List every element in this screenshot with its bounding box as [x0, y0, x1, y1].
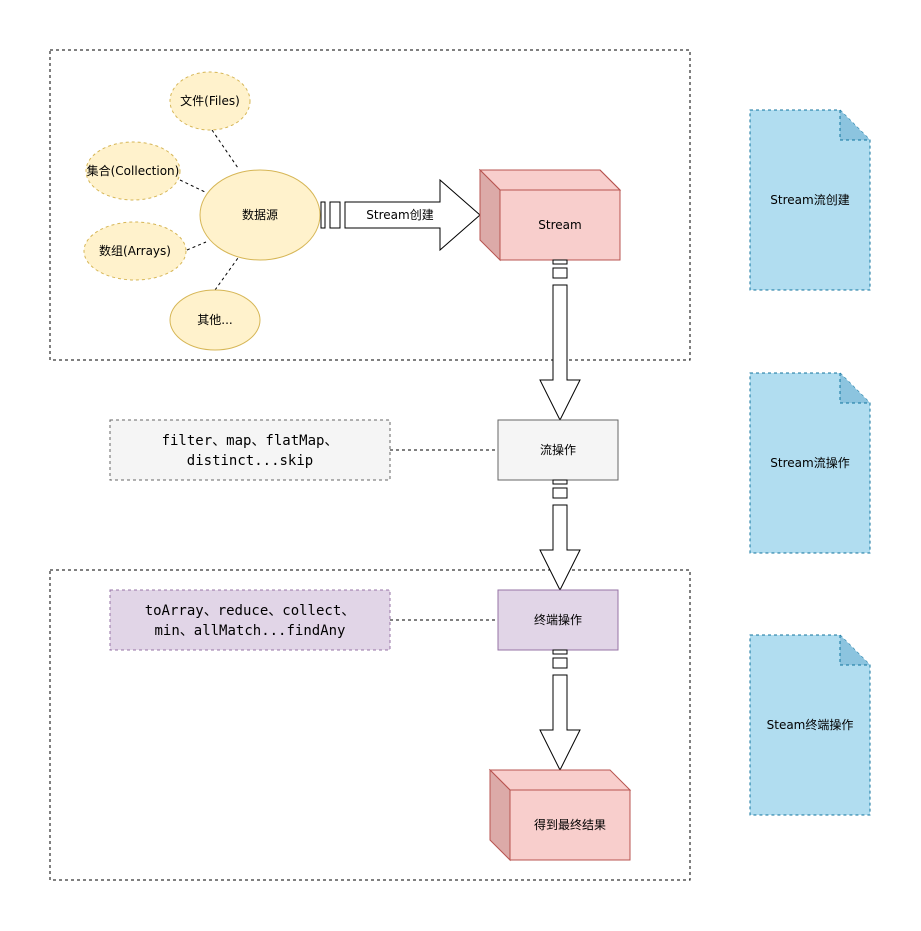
- intermediate-box: 流操作: [497, 419, 619, 481]
- note-terminal-label: Steam终端操作: [767, 717, 854, 732]
- terminal-box-label: 终端操作: [534, 612, 582, 627]
- source-arrays: 数组(Arrays): [83, 221, 187, 281]
- connector-files: [211, 129, 239, 169]
- terminal-ops-line1: toArray、reduce、collect、: [145, 603, 356, 619]
- source-collection: 集合(Collection): [85, 141, 181, 201]
- source-arrays-label: 数组(Arrays): [99, 243, 171, 258]
- connector-other: [214, 257, 239, 291]
- terminal-box: 终端操作: [497, 589, 619, 651]
- note-intermediate: Stream流操作: [749, 372, 871, 554]
- intermediate-ops-line2: distinct...skip: [187, 453, 313, 469]
- note-intermediate-label: Stream流操作: [770, 455, 849, 470]
- flow-arrow-1: [539, 259, 581, 422]
- flow-arrow-2: [539, 479, 581, 592]
- note-create: Stream流创建: [749, 109, 871, 291]
- stream-box-label: Stream: [538, 218, 581, 232]
- source-other: 其他...: [169, 289, 261, 351]
- stream-create-arrow-label: Stream创建: [366, 208, 433, 222]
- note-create-label: Stream流创建: [770, 193, 849, 207]
- datasource-label: 数据源: [242, 207, 278, 222]
- datasource-node: 数据源: [199, 169, 321, 261]
- stream-box: Stream: [478, 168, 622, 262]
- source-files: 文件(Files): [169, 71, 251, 131]
- terminal-ops-box: toArray、reduce、collect、 min、allMatch...f…: [109, 589, 391, 651]
- result-box: 得到最终结果: [488, 768, 632, 862]
- intermediate-ops-box: filter、map、flatMap、 distinct...skip: [109, 419, 391, 481]
- intermediate-ops-line1: filter、map、flatMap、: [162, 433, 339, 449]
- intermediate-box-label: 流操作: [540, 442, 576, 457]
- creation-group-frame: [49, 49, 691, 361]
- flow-arrow-3: [539, 649, 581, 772]
- terminal-group-frame: [49, 569, 691, 881]
- terminal-ops-line2: min、allMatch...findAny: [154, 623, 345, 639]
- source-collection-label: 集合(Collection): [87, 163, 180, 178]
- connector-arrays: [186, 241, 207, 251]
- connector-collection: [179, 179, 206, 193]
- stream-create-arrow: Stream创建: [320, 178, 481, 252]
- source-other-label: 其他...: [197, 313, 232, 327]
- note-terminal: Steam终端操作: [749, 634, 871, 816]
- source-files-label: 文件(Files): [180, 93, 240, 108]
- result-box-label: 得到最终结果: [534, 817, 606, 832]
